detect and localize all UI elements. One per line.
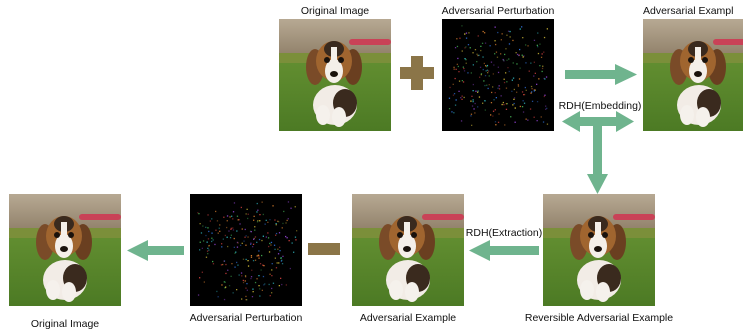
minus-operator-icon bbox=[308, 243, 340, 255]
bottom-perturbation-image bbox=[190, 194, 302, 306]
bottom-adversarial-label: Adversarial Example bbox=[359, 312, 457, 324]
top-original-label: Original Image bbox=[300, 5, 370, 17]
noise-pattern-icon bbox=[448, 25, 549, 126]
arrow-down-icon bbox=[587, 121, 608, 194]
top-perturbation-label: Adversarial Perturbation bbox=[441, 5, 555, 17]
plus-operator-icon bbox=[400, 56, 434, 90]
arrow-left-icon bbox=[127, 240, 184, 261]
rdh-embedding-label: RDH(Embedding) bbox=[558, 100, 642, 112]
top-adversarial-label: Adversarial Exampl bbox=[643, 5, 734, 17]
bottom-original-label: Original Image bbox=[30, 318, 100, 330]
bottom-reversible-label: Reversible Adversarial Example bbox=[524, 312, 674, 324]
bottom-perturbation-label: Adversarial Perturbation bbox=[189, 312, 303, 324]
arrow-right-icon bbox=[565, 64, 637, 85]
top-perturbation-image bbox=[442, 19, 554, 131]
arrow-left-icon bbox=[469, 240, 539, 261]
noise-pattern-icon bbox=[197, 201, 298, 301]
rdh-extraction-label: RDH(Extraction) bbox=[465, 227, 543, 239]
